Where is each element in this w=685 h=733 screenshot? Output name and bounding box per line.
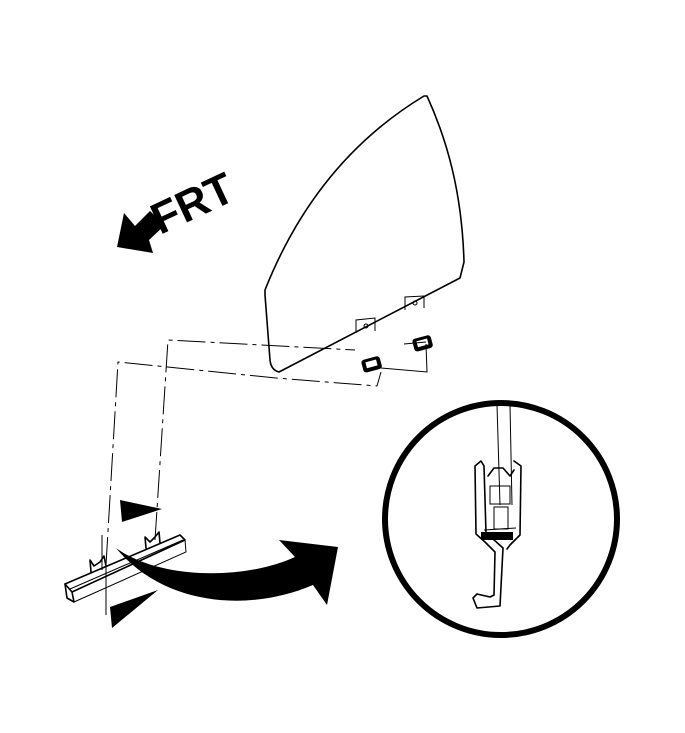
pointer-arrow-lower-icon (110, 590, 158, 628)
glass-mounting-tab-rear (355, 317, 376, 333)
pointer-arrow-upper-icon (120, 500, 162, 522)
magnified-detail-icon (382, 400, 620, 638)
arrow-left-down-icon (117, 211, 165, 253)
glass-mounting-tab-front (404, 295, 425, 310)
glass-retaining-clips (361, 335, 433, 373)
magnified-detail-view (382, 400, 620, 638)
front-direction-indicator: FRT (117, 163, 242, 253)
alignment-lines (105, 339, 428, 566)
front-label: FRT (144, 163, 242, 244)
pointer-arrows (110, 500, 162, 628)
window-glass (264, 95, 465, 373)
channel-clip-left (89, 555, 107, 573)
curved-arrow-right-icon (116, 540, 338, 605)
window-regulator-channel (64, 531, 187, 615)
channel-clip-right (144, 531, 161, 549)
